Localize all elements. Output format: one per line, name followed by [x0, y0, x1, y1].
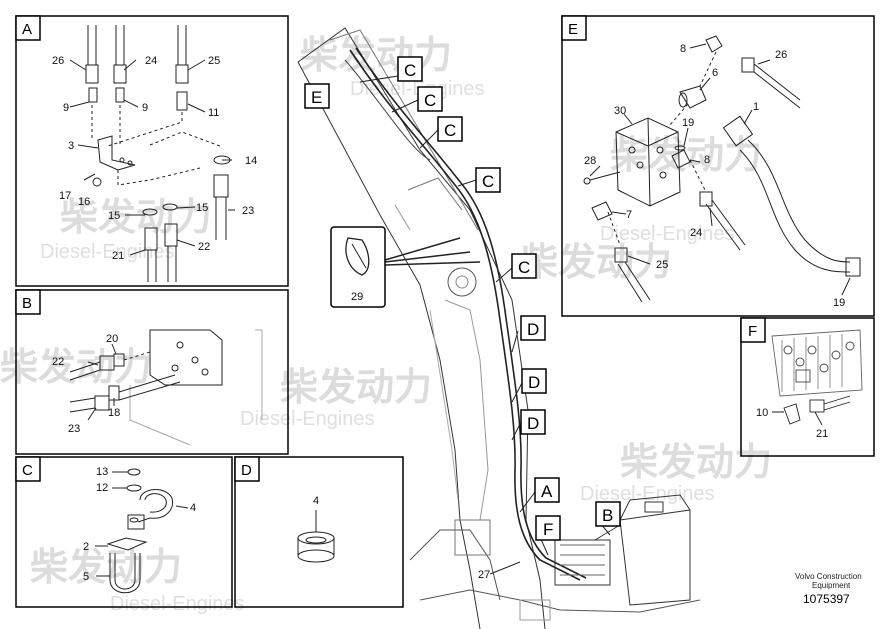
callout-label: D — [527, 414, 539, 433]
part-label: 6 — [712, 67, 718, 79]
part-label: 5 — [83, 571, 89, 583]
callout-box-a: A — [534, 477, 560, 503]
callout-box-c: C — [475, 167, 501, 193]
callout-box-c: C — [437, 116, 463, 142]
clamp-inset-29: 29 — [330, 226, 386, 308]
part-label: 24 — [145, 55, 157, 67]
watermark-brand: 柴发动力 — [30, 547, 182, 589]
panel-b: B 20 22 23 18 — [15, 289, 289, 455]
part-label: 19 — [833, 297, 845, 309]
callout-label: C — [482, 172, 494, 191]
callout-label: C — [444, 121, 456, 140]
part-label: 9 — [63, 102, 69, 114]
company-name-line2: Equipment — [812, 581, 851, 590]
panel-letter: D — [241, 462, 252, 479]
watermark-sub: Diesel-Engines — [600, 223, 735, 245]
callout-box-d: D — [521, 368, 547, 394]
part-label: 23 — [68, 423, 80, 435]
panel-c: C 13 12 4 2 5 — [15, 456, 233, 608]
part-label: 10 — [756, 407, 768, 419]
panel-f: F 10 21 — [740, 317, 875, 457]
company-name: Volvo Construction — [795, 572, 862, 581]
callout-box-c: C — [397, 56, 423, 82]
part-label: 8 — [704, 154, 710, 166]
callout-box-c: C — [417, 86, 443, 112]
part-label: 21 — [112, 250, 124, 262]
watermark-brand: 柴发动力 — [610, 135, 762, 177]
callout-box-b: B — [595, 501, 621, 527]
part-label: 26 — [775, 49, 787, 61]
part-label: 21 — [816, 428, 828, 440]
callout-box-d: D — [520, 315, 546, 341]
part-label: 7 — [626, 209, 632, 221]
part-label: 23 — [242, 205, 254, 217]
part-label: 19 — [682, 117, 694, 129]
part-label: 24 — [690, 227, 702, 239]
part-label: 20 — [106, 333, 118, 345]
callout-box-e: E — [304, 83, 330, 109]
part-label: 26 — [52, 55, 64, 67]
part-label: 22 — [52, 356, 64, 368]
part-label: 13 — [96, 466, 108, 478]
part-label: 18 — [108, 407, 120, 419]
watermark-sub: Diesel-Engines — [110, 593, 245, 615]
part-label: 12 — [96, 482, 108, 494]
title-block: Volvo Construction Equipment 1075397 — [795, 572, 862, 606]
part-label: 1 — [753, 101, 759, 113]
callout-label: C — [518, 258, 530, 277]
part-label: 2 — [83, 541, 89, 553]
panel-letter: B — [22, 295, 32, 312]
callout-box-c: C — [511, 253, 537, 279]
part-label: 30 — [614, 105, 626, 117]
part-label: 11 — [208, 107, 219, 119]
part-label: 8 — [680, 43, 686, 55]
panel-letter: C — [22, 462, 33, 479]
main-boom-assembly — [297, 27, 701, 629]
part-label: 28 — [584, 155, 596, 167]
watermark-brand: 柴发动力 — [300, 35, 452, 77]
part-label: 9 — [142, 102, 148, 114]
watermark-sub: Diesel-Engines — [580, 483, 715, 505]
panel-letter: A — [22, 21, 32, 38]
panel-letter: F — [748, 323, 757, 340]
callout-label: D — [528, 373, 540, 392]
watermark-brand: 柴发动力 — [280, 367, 432, 409]
callout-label: E — [311, 88, 322, 107]
callout-box-d: D — [520, 409, 546, 435]
part-label: 25 — [208, 55, 220, 67]
panel-a: A — [15, 15, 289, 287]
watermark-brand: 柴发动力 — [0, 347, 152, 389]
part-label: 17 — [59, 190, 71, 202]
part-label: 3 — [68, 140, 74, 152]
watermark-brand: 柴发动力 — [60, 197, 212, 239]
callout-label: A — [541, 482, 553, 501]
callout-label: B — [602, 506, 613, 525]
part-label: 25 — [656, 259, 668, 271]
panel-letter: E — [568, 21, 578, 38]
callout-label: D — [527, 320, 539, 339]
part-label: 22 — [198, 241, 210, 253]
panel-d: D 4 — [234, 456, 404, 608]
callout-label: C — [404, 61, 416, 80]
callout-label: F — [543, 520, 553, 539]
drawing-number: 1075397 — [803, 592, 850, 606]
part-label: 15 — [196, 202, 208, 214]
part-label: 14 — [245, 155, 257, 167]
callout-box-f: F — [535, 515, 561, 541]
part-label: 29 — [351, 291, 363, 303]
callout-label: C — [424, 91, 436, 110]
part-label: 4 — [313, 495, 319, 507]
main-callouts: E C C C C C D D — [304, 56, 621, 581]
watermark-layer: 柴发动力 Diesel-Engines 柴发动力 Diesel-Engines … — [0, 35, 772, 615]
part-label: 15 — [108, 210, 120, 222]
panel-e: E — [561, 15, 875, 317]
watermark-sub: Diesel-Engines — [240, 408, 375, 430]
watermark-brand: 柴发动力 — [620, 442, 772, 484]
part-label: 16 — [78, 196, 90, 208]
watermark-brand: 柴发动力 — [520, 242, 672, 284]
part-label: 27 — [478, 569, 490, 581]
watermark-sub: Diesel-Engines — [40, 241, 175, 263]
part-label: 4 — [190, 502, 196, 514]
